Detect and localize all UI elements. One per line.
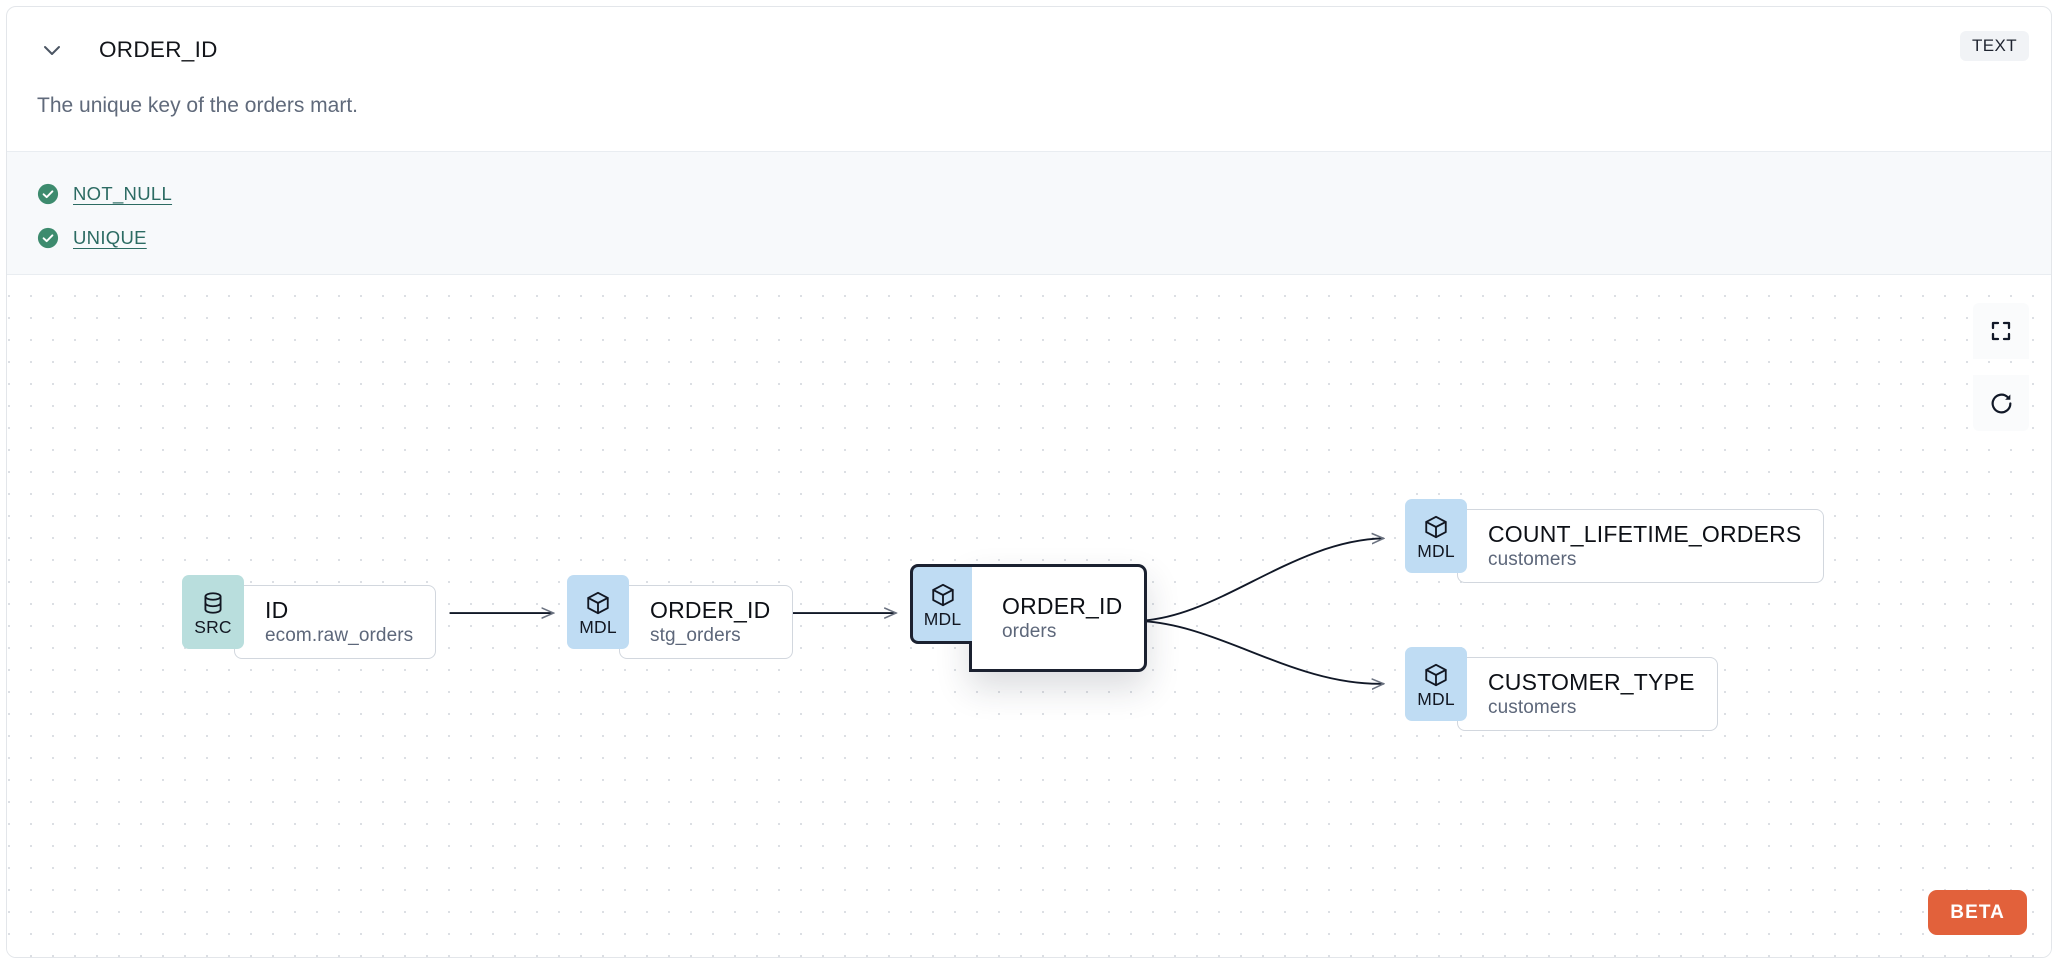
database-icon bbox=[204, 592, 222, 614]
node-body: ID ecom.raw_orders bbox=[234, 585, 437, 659]
node-name: COUNT_LIFETIME_ORDERS bbox=[1488, 520, 1802, 547]
node-name: ID bbox=[265, 596, 289, 623]
node-kind-chip: MDL bbox=[1405, 647, 1467, 721]
node-subtitle: customers bbox=[1488, 697, 1577, 719]
node-body: COUNT_LIFETIME_ORDERS customers bbox=[1457, 509, 1825, 583]
cube-icon bbox=[931, 583, 954, 606]
cube-icon bbox=[1425, 515, 1447, 538]
node-kind-label: MDL bbox=[1417, 540, 1455, 561]
lineage-node-customer-type[interactable]: MDL CUSTOMER_TYPE customers bbox=[1405, 647, 1718, 731]
fit-view-button[interactable] bbox=[1973, 303, 2029, 359]
expand-icon bbox=[1991, 321, 2011, 341]
chevron-down-icon[interactable] bbox=[37, 35, 67, 65]
node-kind-label: SRC bbox=[194, 616, 232, 637]
node-body: ORDER_ID stg_orders bbox=[619, 585, 794, 659]
lineage-canvas[interactable]: SRC ID ecom.raw_orders MDL ORDER_ID stg_… bbox=[7, 275, 2051, 957]
edge-orders-to-count-lifetime-orders bbox=[1133, 538, 1384, 622]
test-link-unique[interactable]: UNIQUE bbox=[73, 227, 147, 248]
reset-button[interactable] bbox=[1973, 375, 2029, 431]
tests-section: NOT_NULL UNIQUE bbox=[7, 151, 2051, 275]
check-circle-icon bbox=[37, 227, 59, 249]
node-kind-chip: MDL bbox=[567, 575, 629, 649]
cube-icon bbox=[587, 591, 609, 614]
node-subtitle: ecom.raw_orders bbox=[265, 625, 414, 647]
lineage-node-orders-order-id[interactable]: MDL ORDER_ID orders bbox=[910, 564, 1148, 672]
lineage-node-id[interactable]: SRC ID ecom.raw_orders bbox=[182, 575, 437, 659]
page-title: ORDER_ID bbox=[99, 37, 218, 62]
node-subtitle: customers bbox=[1488, 549, 1577, 571]
node-kind-chip: MDL bbox=[910, 564, 972, 644]
node-kind-label: MDL bbox=[923, 608, 962, 629]
test-row: UNIQUE bbox=[37, 216, 2021, 260]
check-circle-icon bbox=[37, 183, 59, 205]
node-kind-chip: MDL bbox=[1405, 499, 1467, 573]
node-subtitle: stg_orders bbox=[650, 625, 741, 647]
cube-icon bbox=[1425, 663, 1447, 686]
test-row: NOT_NULL bbox=[37, 172, 2021, 216]
lineage-node-stg-order-id[interactable]: MDL ORDER_ID stg_orders bbox=[567, 575, 794, 659]
node-name: ORDER_ID bbox=[1002, 592, 1123, 619]
canvas-controls bbox=[1973, 303, 2029, 431]
edge-orders-to-customer-type bbox=[1133, 619, 1384, 684]
node-body: ORDER_ID orders bbox=[969, 564, 1148, 672]
test-link-not-null[interactable]: NOT_NULL bbox=[73, 183, 173, 204]
node-kind-label: MDL bbox=[579, 616, 617, 637]
panel-header: ORDER_ID TEXT bbox=[7, 7, 2051, 93]
node-name: CUSTOMER_TYPE bbox=[1488, 668, 1695, 695]
column-detail-panel: ORDER_ID TEXT The unique key of the orde… bbox=[6, 6, 2052, 958]
node-kind-chip: SRC bbox=[182, 575, 244, 649]
node-kind-label: MDL bbox=[1417, 688, 1455, 709]
node-name: ORDER_ID bbox=[650, 596, 771, 623]
beta-badge[interactable]: BETA bbox=[1928, 890, 2027, 935]
type-badge[interactable]: TEXT bbox=[1959, 31, 2029, 61]
node-body: CUSTOMER_TYPE customers bbox=[1457, 657, 1718, 731]
column-description: The unique key of the orders mart. bbox=[37, 94, 358, 117]
refresh-icon bbox=[1991, 393, 2011, 413]
lineage-node-count-lifetime-orders[interactable]: MDL COUNT_LIFETIME_ORDERS customers bbox=[1405, 499, 1825, 583]
node-subtitle: orders bbox=[1002, 621, 1057, 643]
